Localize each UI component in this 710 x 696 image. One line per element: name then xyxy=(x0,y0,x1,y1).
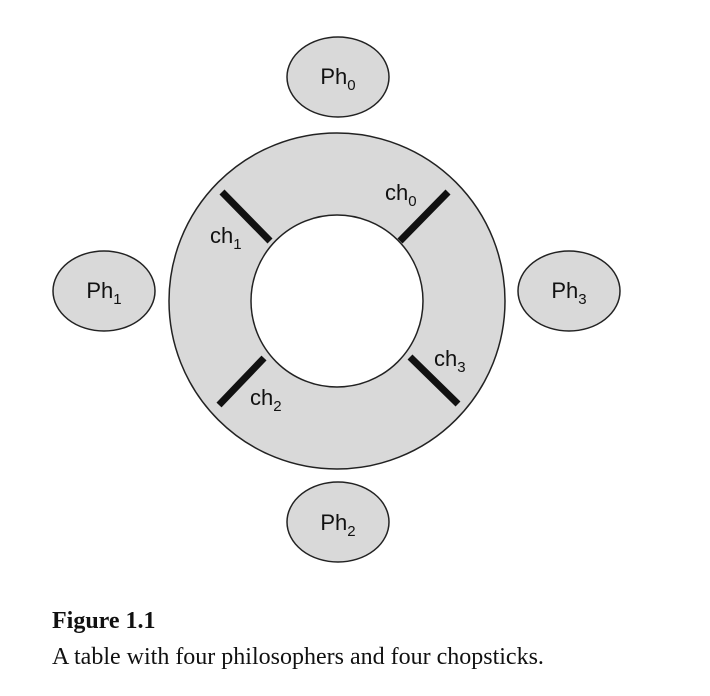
figure-caption: A table with four philosophers and four … xyxy=(52,644,544,670)
table-center-hole xyxy=(250,214,424,388)
chopstick-3 xyxy=(407,354,461,407)
chopstick-0-label: ch0 xyxy=(385,180,417,210)
philosopher-3-seat xyxy=(517,250,621,332)
chopstick-3-label: ch3 xyxy=(434,346,466,376)
philosopher-0-seat xyxy=(286,36,390,118)
chopstick-0 xyxy=(397,189,451,244)
chopstick-2 xyxy=(216,355,267,408)
dining-philosophers-diagram: ch0 ch1 ch2 ch3 Ph0 Ph1 Ph2 Ph3 xyxy=(52,36,621,563)
chopstick-1 xyxy=(219,189,273,244)
figure-title: Figure 1.1 xyxy=(52,608,156,634)
philosopher-1-label: Ph1 xyxy=(86,278,121,308)
chopstick-2-label: ch2 xyxy=(250,385,282,415)
philosopher-3-label: Ph3 xyxy=(551,278,586,308)
philosopher-2-seat xyxy=(286,481,390,563)
philosopher-2-label: Ph2 xyxy=(320,510,355,540)
philosopher-1-seat xyxy=(52,250,156,332)
chopstick-1-label: ch1 xyxy=(210,223,242,253)
philosopher-0-label: Ph0 xyxy=(320,64,355,94)
